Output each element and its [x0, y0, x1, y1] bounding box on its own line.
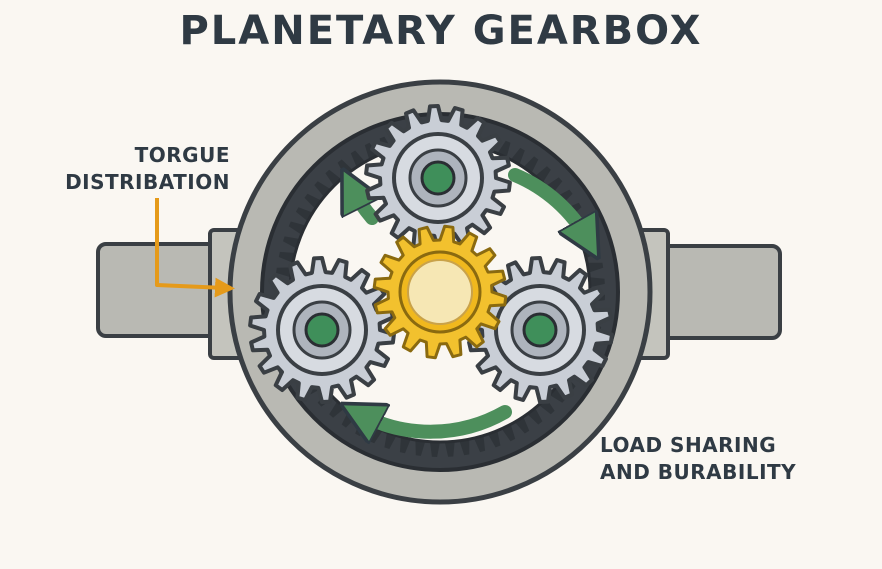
planet-gear-left	[248, 256, 396, 404]
load-sharing-label: LOAD SHARING AND BURABILITY	[600, 432, 860, 486]
planet-hub	[420, 160, 456, 196]
planet-gear-top	[364, 104, 512, 252]
sun-center	[407, 259, 473, 325]
planet-gear-right	[466, 256, 614, 404]
load-label-line1: LOAD SHARING	[600, 433, 777, 457]
callout-arrow-icon	[155, 198, 235, 298]
planet-hub	[304, 312, 340, 348]
rotation-arrow-icon	[508, 168, 588, 240]
sun-gear	[372, 224, 508, 360]
rotation-arrow-icon	[352, 188, 372, 225]
torque-distribution-label: TORGUE DISTRIBATION	[40, 142, 230, 196]
torque-label-line2: DISTRIBATION	[65, 170, 230, 194]
rotation-arrow-icon	[360, 412, 512, 432]
planet-hub	[522, 312, 558, 348]
torque-label-line1: TORGUE	[134, 143, 230, 167]
load-label-line2: AND BURABILITY	[600, 460, 797, 484]
diagram-title: PLANETARY GEARBOX	[179, 8, 703, 54]
